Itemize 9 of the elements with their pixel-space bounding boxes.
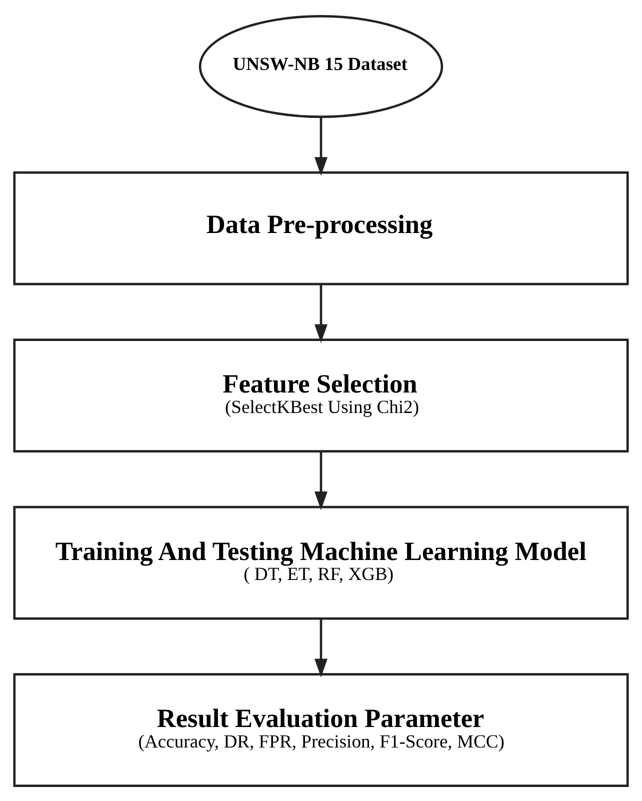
node-box: Training And Testing Machine Learning Model ( DT, ET, RF, XGB) (13, 505, 629, 620)
arrow (314, 284, 328, 342)
node-box: Data Pre-processing (13, 170, 629, 285)
node-box: Result Evaluation Parameter (Accuracy, DR, FPR, Precision, F1-Score, MCC) (13, 672, 629, 786)
node-ellipse: UNSW-NB 15 Dataset (198, 14, 444, 118)
node-box: Feature Selection (SelectKBest Using Chi2) (13, 338, 629, 452)
arrow (314, 116, 328, 176)
arrow (314, 450, 328, 510)
arrow (314, 618, 328, 677)
